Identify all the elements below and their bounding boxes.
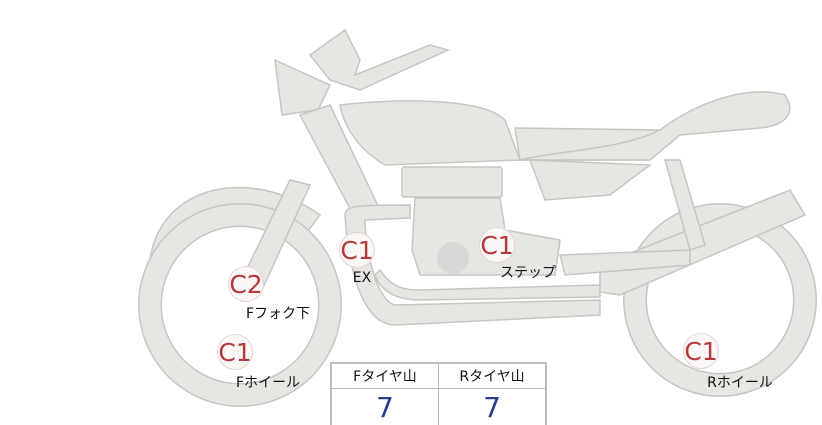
rear-shock (664, 159, 706, 251)
exhaust-pipe-2 (374, 268, 601, 301)
marker-rear-wheel[interactable]: C1 (683, 333, 719, 369)
value-front-tire-tread: 7 (330, 388, 439, 425)
marker-step[interactable]: C1 (479, 227, 515, 263)
marker-front-fork-lower[interactable]: C2 (228, 266, 264, 302)
swingarm (559, 249, 691, 276)
handlebar (308, 28, 451, 91)
seat (519, 91, 791, 161)
header-rear-tire-tread: Rタイヤ山 (438, 362, 547, 389)
value-rear-tire-tread: 7 (438, 388, 547, 425)
label-front-wheel: Fホイール (235, 375, 301, 391)
fuel-tank (339, 100, 522, 166)
header-front-tire-tread: Fタイヤ山 (330, 362, 439, 389)
tire-tread-table: Fタイヤ山 Rタイヤ山 7 7 (330, 362, 547, 425)
label-step: ステップ (500, 265, 556, 281)
air-cleaner (401, 166, 503, 198)
exhaust-pipe (344, 204, 601, 326)
label-front-fork-lower: Fフォク下 (245, 306, 311, 322)
label-rear-wheel: Rホイール (707, 375, 773, 391)
label-exhaust: EX (352, 270, 372, 286)
rear-cowl (528, 159, 653, 201)
marker-front-wheel[interactable]: C1 (217, 334, 253, 370)
marker-exhaust[interactable]: C1 (339, 232, 375, 268)
